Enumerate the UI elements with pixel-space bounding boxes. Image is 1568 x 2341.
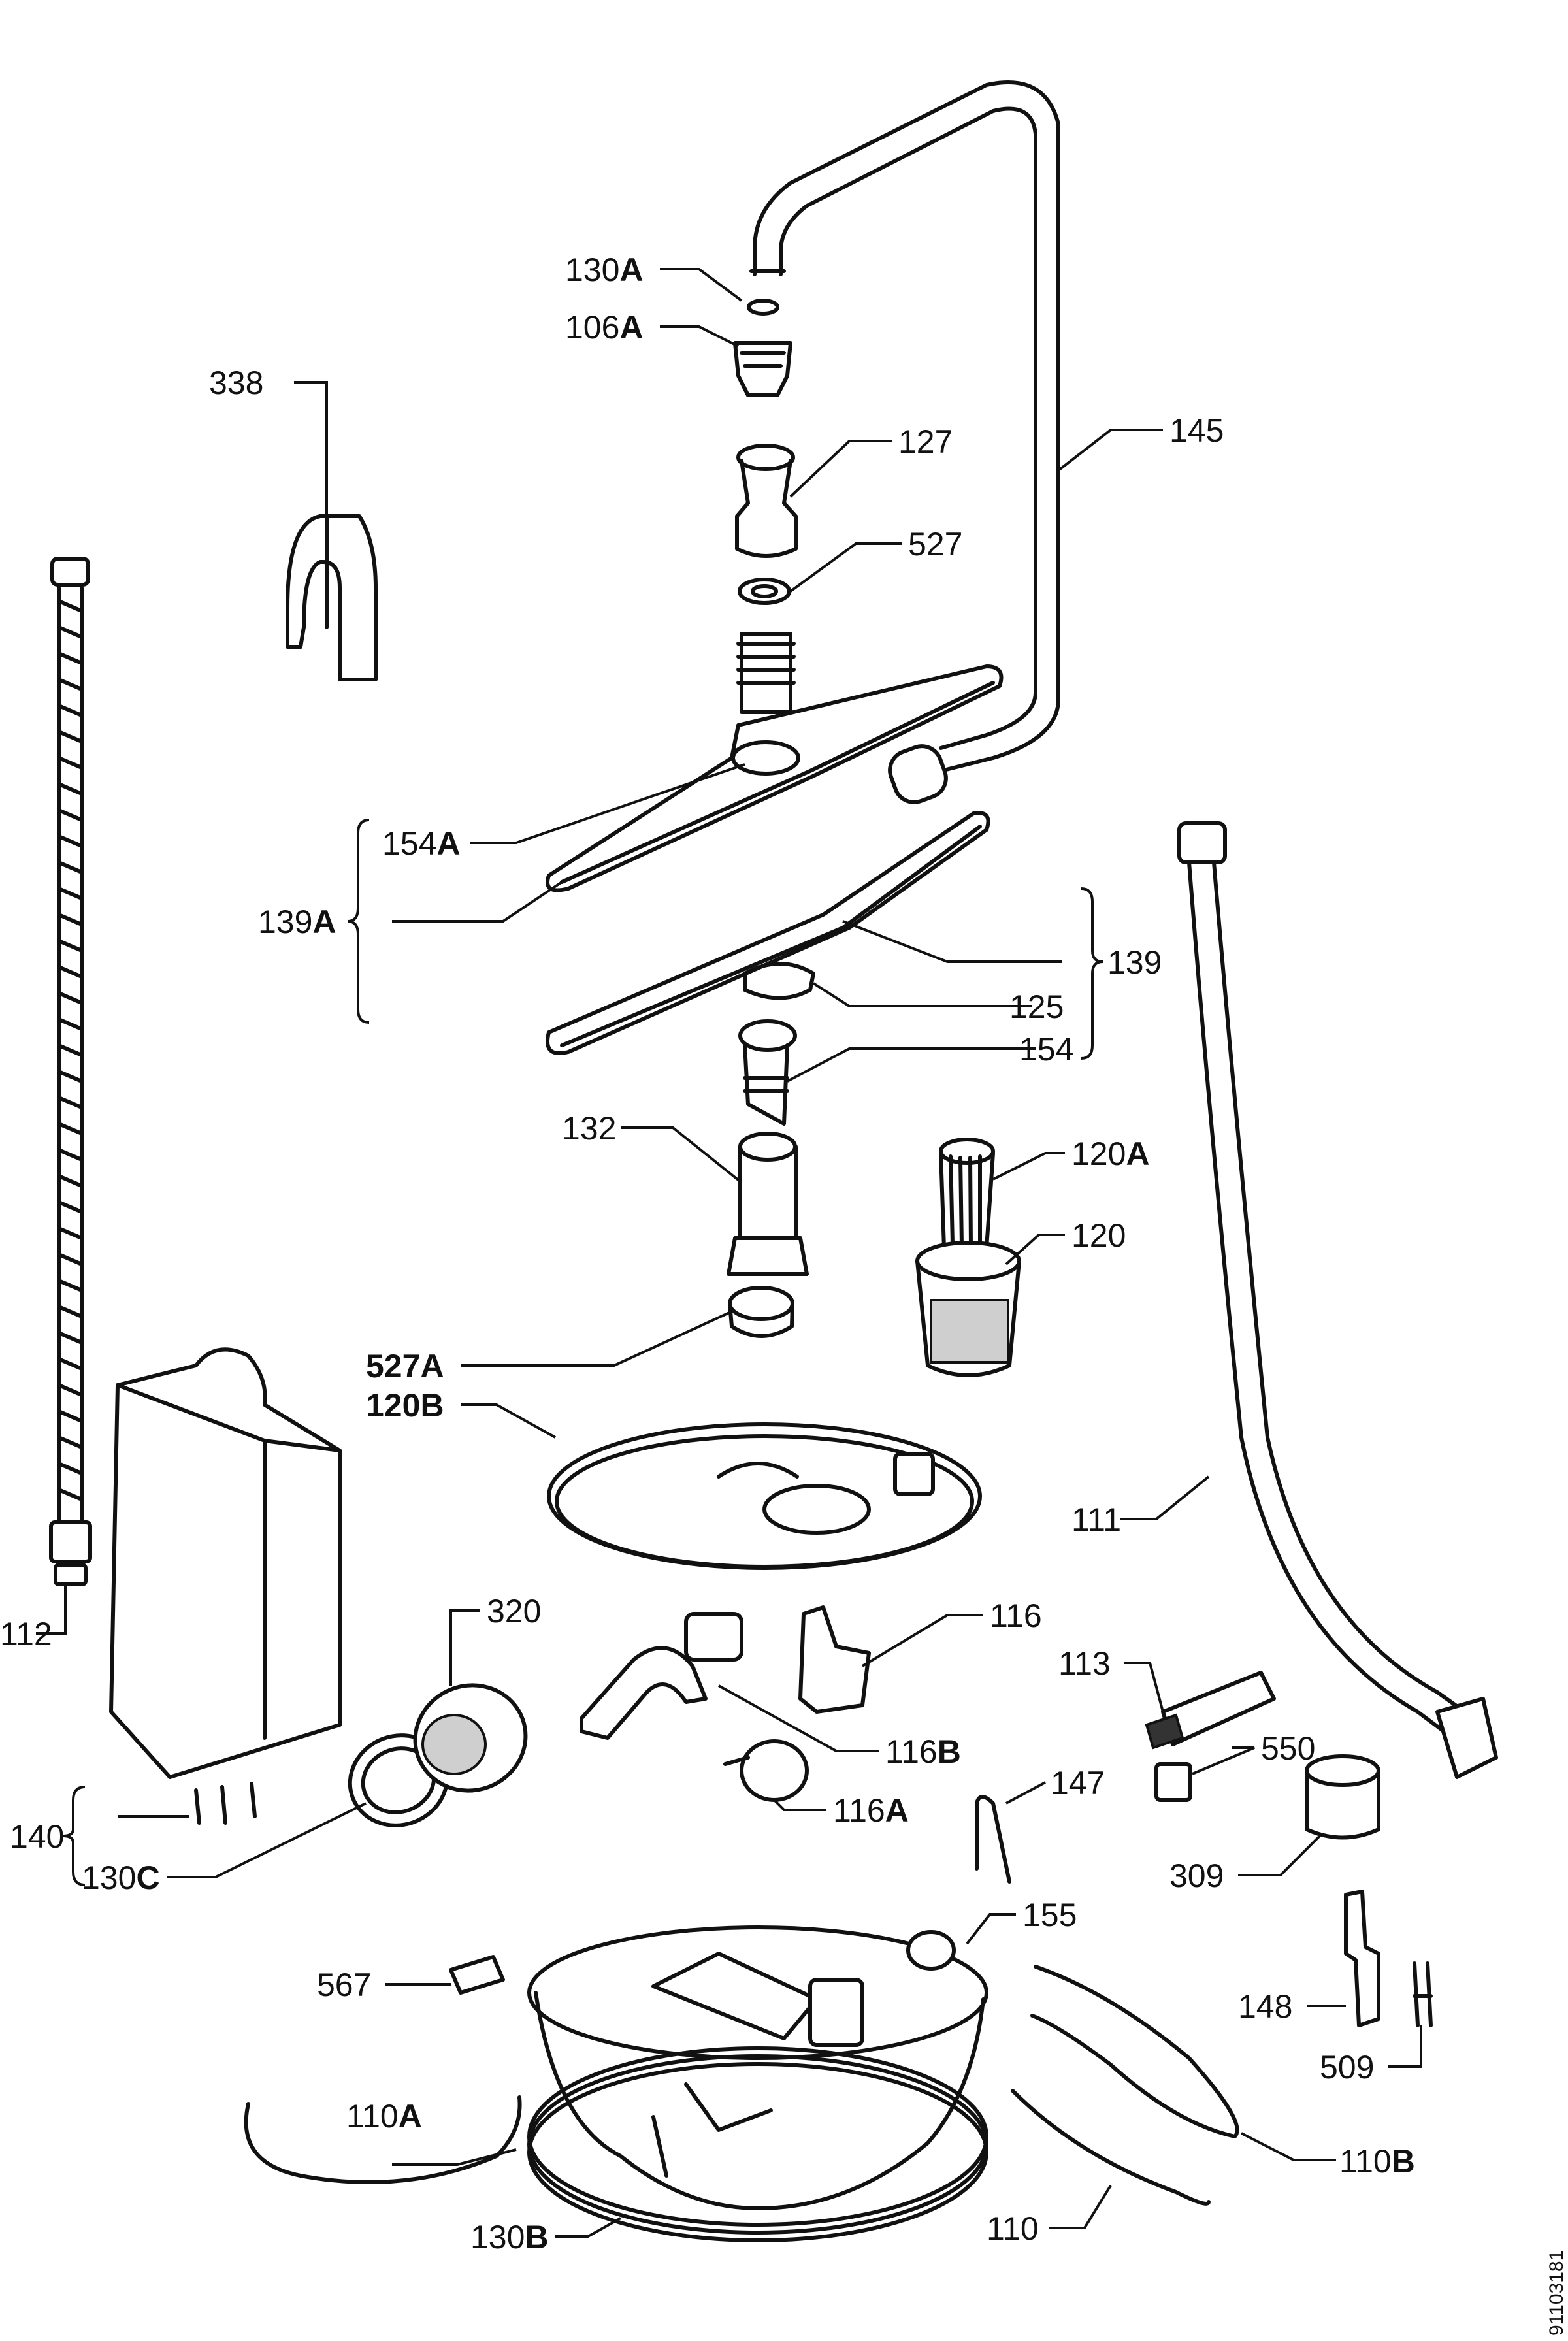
- part-116: [798, 1605, 871, 1714]
- label-110B: 110B: [1339, 2143, 1415, 2180]
- braided-hose-112: [49, 557, 92, 1586]
- label-120: 120: [1071, 1217, 1126, 1254]
- label-130C: 130C: [82, 1859, 160, 1896]
- nut-106A: [733, 341, 792, 397]
- micro-filter-120: [915, 1241, 1021, 1377]
- cap-309: [1305, 1754, 1380, 1840]
- label-116: 116: [990, 1597, 1042, 1634]
- clip-567: [449, 1955, 505, 1995]
- bearing-ring-527: [738, 578, 791, 605]
- u-pin-147: [975, 1795, 1011, 1884]
- coarse-filter-120A: [939, 1138, 995, 1250]
- flap-116A: [723, 1739, 809, 1802]
- sump-155: [527, 1925, 988, 2210]
- label-567: 567: [317, 1967, 371, 2003]
- label-145: 145: [1169, 412, 1224, 449]
- cap-320: [413, 1683, 528, 1793]
- label-154A: 154A: [382, 825, 461, 862]
- hose-110: [1011, 2089, 1211, 2206]
- pipe-connector-127: [735, 444, 798, 558]
- label-106A: 106A: [565, 309, 644, 346]
- label-116A: 116A: [833, 1792, 909, 1829]
- ring-527A: [728, 1286, 794, 1338]
- part-labels: 130A 106A 338 127 145 527 154A 139A 139 …: [0, 252, 1415, 2255]
- label-116B: 116B: [885, 1733, 961, 1770]
- hose-110A: [244, 2095, 522, 2184]
- leader-lines: [36, 268, 1422, 2238]
- label-111: 111: [1071, 1501, 1121, 1538]
- label-130B: 130B: [470, 2219, 549, 2255]
- block-550: [1154, 1762, 1192, 1802]
- label-139: 139: [1107, 944, 1162, 981]
- hose-110B: [1030, 1965, 1239, 2138]
- hook-338: [286, 514, 378, 681]
- document-id: 91103181: [1546, 2250, 1567, 2336]
- hub-154: [738, 1019, 797, 1126]
- label-155: 155: [1022, 1897, 1077, 1933]
- label-550: 550: [1261, 1730, 1315, 1767]
- label-125: 125: [1009, 989, 1064, 1025]
- label-127: 127: [898, 423, 953, 460]
- label-110: 110: [987, 2210, 1039, 2247]
- label-120A: 120A: [1071, 1136, 1150, 1172]
- label-527: 527: [908, 526, 962, 563]
- connector-tube-132: [727, 1132, 809, 1276]
- label-110A: 110A: [346, 2098, 422, 2135]
- clip-125: [743, 962, 815, 1000]
- tube-113: [1145, 1671, 1276, 1750]
- label-140: 140: [10, 1818, 64, 1855]
- label-320: 320: [487, 1593, 541, 1629]
- o-ring-130A: [747, 299, 779, 316]
- spray-pipe-145: [749, 80, 1060, 804]
- label-509: 509: [1320, 2049, 1374, 2086]
- label-148: 148: [1238, 1988, 1292, 2025]
- lower-spray-arm-139: [546, 811, 990, 1055]
- label-338: 338: [209, 365, 263, 401]
- label-132: 132: [562, 1110, 616, 1147]
- filter-plate-120B: [547, 1422, 982, 1570]
- label-139A: 139A: [258, 904, 336, 940]
- drain-hose-111: [1177, 821, 1498, 1779]
- bracket-148: [1344, 1890, 1380, 2027]
- water-softener-140: [109, 1347, 342, 1825]
- label-154: 154: [1019, 1031, 1073, 1068]
- clip-509: [1413, 1961, 1433, 2027]
- gasket-130B: [527, 2046, 988, 2242]
- label-113: 113: [1058, 1645, 1111, 1682]
- label-147: 147: [1051, 1765, 1105, 1801]
- label-112: 112: [0, 1616, 52, 1652]
- label-309: 309: [1169, 1858, 1224, 1894]
- label-527A: 527A: [366, 1348, 444, 1384]
- bracket-116B: [580, 1612, 743, 1740]
- label-130A: 130A: [565, 252, 644, 288]
- label-120B: 120B: [366, 1387, 444, 1424]
- upper-spray-arm-139A: [546, 632, 1004, 892]
